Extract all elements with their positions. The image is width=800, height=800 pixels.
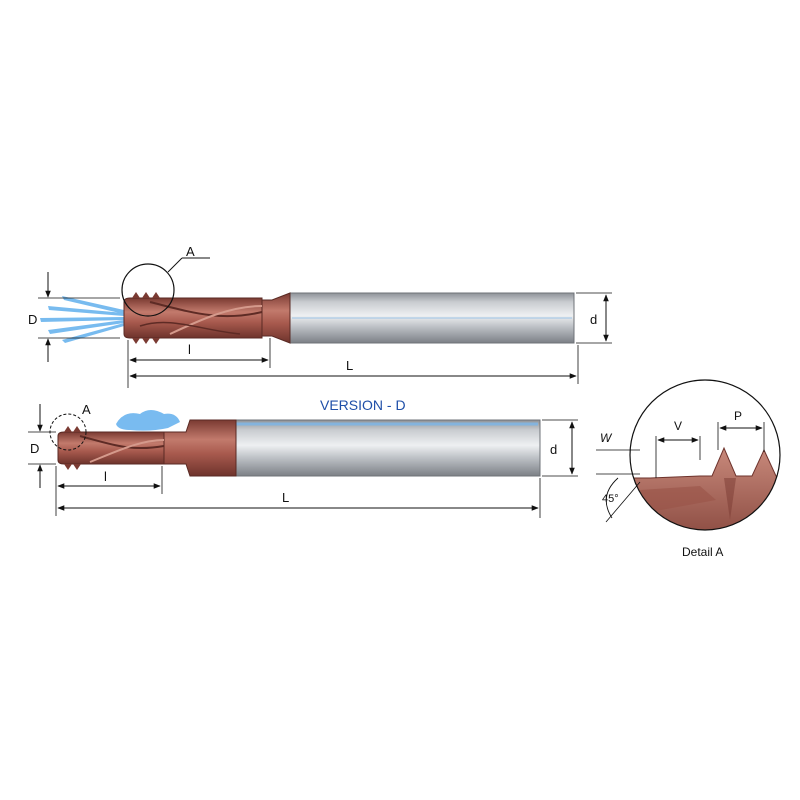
top-coolant-spray [40,296,124,343]
bottom-detail-a-label: A [82,402,91,417]
top-cutting-head [123,297,263,339]
bottom-tool: A D l L d [28,402,578,518]
bottom-L-label: L [282,490,289,505]
bottom-thread-teeth [64,426,81,470]
detail-caption: Detail A [682,545,723,559]
top-thread-teeth [132,292,160,344]
detail-V-label: V [674,419,682,433]
top-L-label: L [346,358,353,373]
bottom-shank [233,419,541,477]
detail-P-label: P [734,409,742,423]
bottom-d-label: d [550,442,557,457]
top-detail-a-circle [121,263,175,317]
bottom-coolant-spray [116,410,180,431]
detail-a-circle [629,379,781,531]
top-d-label: d [590,312,597,327]
top-D-label: D [28,312,37,327]
detail-W-label: W [600,431,613,445]
version-label: VERSION - D [320,397,406,413]
top-neck [259,292,291,344]
detail-angle-label: 45° [602,493,619,505]
bottom-D-label: D [30,441,39,456]
top-l-label: l [188,342,191,357]
bottom-l-label: l [104,469,107,484]
bottom-collar [159,419,237,477]
top-detail-a-label: A [186,244,195,259]
bottom-cutting-head [57,431,165,465]
detail-a: W V P 45° Detail A [596,379,781,559]
top-tool: A D l L d [28,244,612,388]
